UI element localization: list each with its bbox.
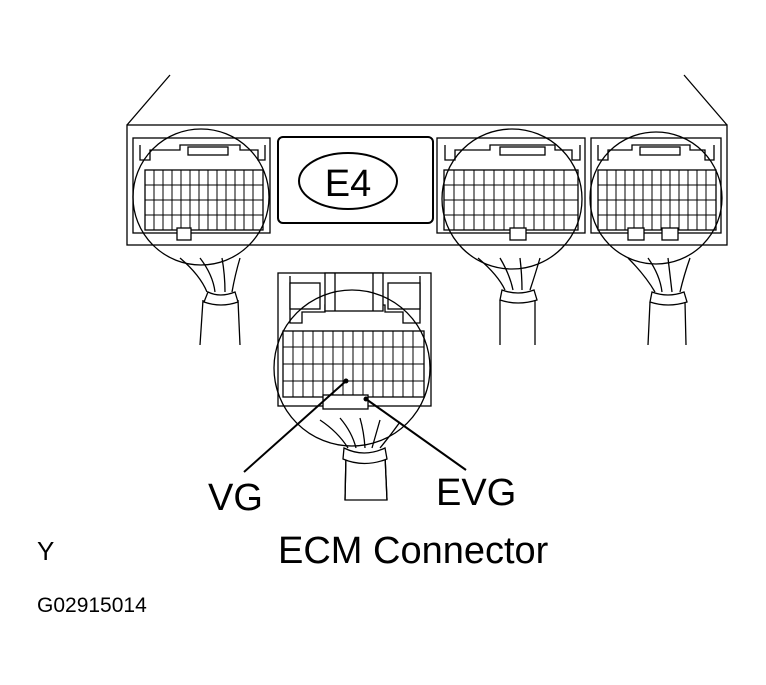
e4-label-box: E4: [277, 136, 434, 224]
ecm-socket-2: [436, 128, 586, 270]
wire-harnesses: [179, 257, 691, 346]
ecm-socket-3: [589, 131, 723, 265]
front-connector: [273, 272, 432, 501]
figure-id: G02915014: [37, 594, 147, 617]
connector-code-label: E4: [325, 163, 371, 205]
diagram-caption: ECM Connector: [278, 530, 549, 572]
pin-label-vg: VG: [208, 477, 263, 519]
ecm-socket-1: [132, 128, 271, 266]
side-mark: Y: [37, 536, 54, 566]
pin-label-evg: EVG: [436, 472, 516, 514]
leader-lines: [243, 380, 467, 473]
